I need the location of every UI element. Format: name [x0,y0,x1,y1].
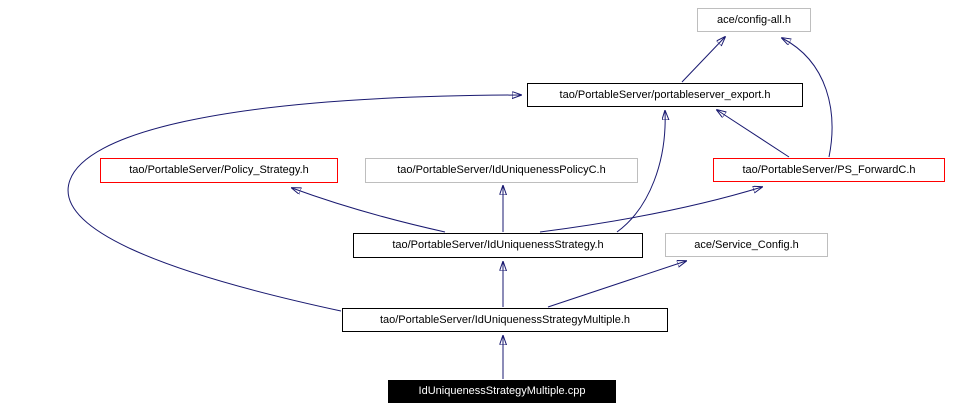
edge-multiple-h-to-portableserver-export [67,95,521,312]
edge-ps-forwardc-to-ace-config-all [782,38,833,158]
node-iduniqueness-strategy-multiple-h[interactable]: tao/PortableServer/IdUniquenessStrategyM… [342,308,668,332]
edge-iduniqueness-strategy-to-portableserver-export [616,111,665,233]
node-ps-forwardc[interactable]: tao/PortableServer/PS_ForwardC.h [713,158,945,182]
node-policy-strategy[interactable]: tao/PortableServer/Policy_Strategy.h [100,158,338,183]
node-service-config[interactable]: ace/Service_Config.h [665,233,828,257]
edge-ps-forwardc-to-portableserver-export [717,110,790,158]
node-portableserver-export[interactable]: tao/PortableServer/portableserver_export… [527,83,803,107]
edge-iduniqueness-strategy-to-policy-strategy [292,188,446,233]
node-iduniqueness-strategy[interactable]: tao/PortableServer/IdUniquenessStrategy.… [353,233,643,258]
edge-iduniqueness-strategy-to-ps-forwardc [539,187,762,233]
edge-multiple-h-to-service-config [547,261,686,308]
node-iduniqueness-strategy-multiple-cpp: IdUniquenessStrategyMultiple.cpp [388,380,616,403]
node-ace-config-all[interactable]: ace/config-all.h [697,8,811,32]
node-iduniqueness-policyc[interactable]: tao/PortableServer/IdUniquenessPolicyC.h [365,158,638,183]
edge-portableserver-export-to-ace-config-all [681,37,725,83]
